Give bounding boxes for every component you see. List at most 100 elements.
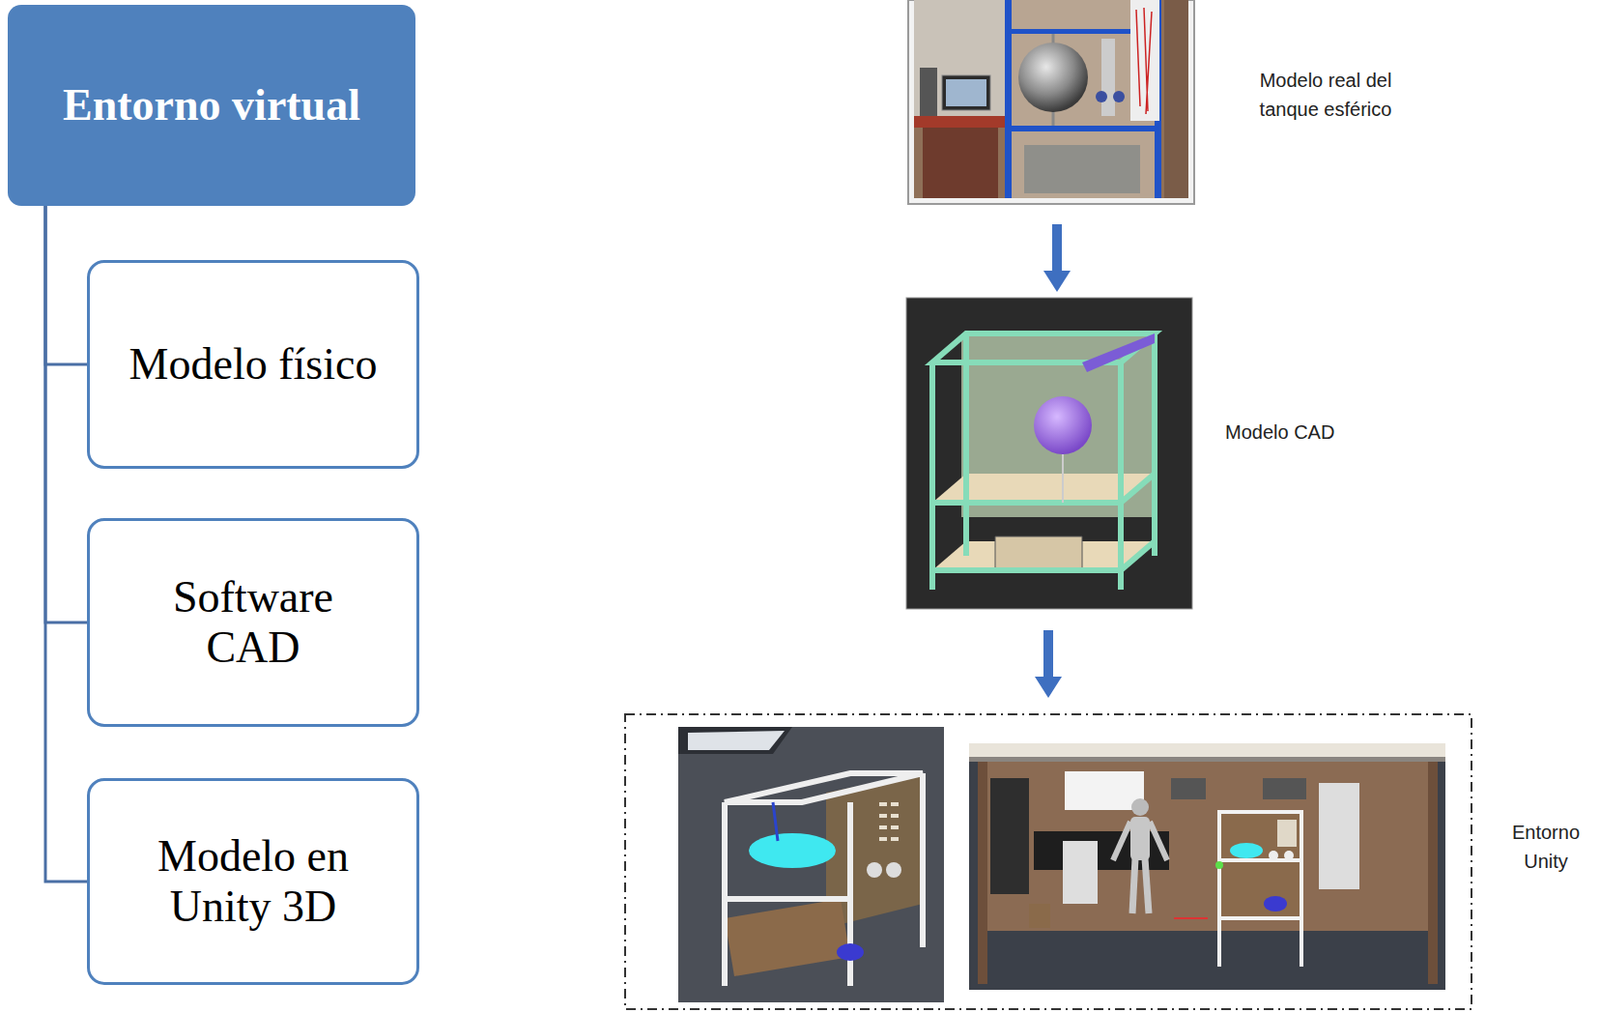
illustration-part — [1113, 821, 1131, 860]
illustration-part — [932, 567, 1121, 573]
illustration-part — [772, 801, 778, 841]
illustration-part — [914, 0, 1007, 116]
illustration-part — [1268, 850, 1279, 860]
illustration-part — [1113, 90, 1125, 103]
box-text: Modelo en Unity 3D — [127, 830, 379, 932]
figure-caption-label: Modelo CAD — [1225, 417, 1390, 447]
unity-view-room — [969, 742, 1446, 990]
illustration-part — [678, 726, 944, 1002]
illustration-part — [1062, 840, 1098, 904]
illustration-part — [890, 801, 899, 806]
illustration-part — [1136, 7, 1152, 115]
illustration-part — [969, 742, 1446, 990]
illustration-part — [724, 898, 851, 976]
illustration-part — [1219, 811, 1302, 967]
illustration-part — [1034, 676, 1062, 698]
cad-model-render — [906, 297, 1193, 609]
illustration-part — [724, 772, 923, 986]
figure-caption-label: Entorno Unity — [1501, 817, 1591, 876]
illustration-part — [1130, 0, 1160, 121]
illustration-part — [969, 742, 1446, 757]
illustration-part — [977, 761, 1437, 931]
illustration-part — [1217, 917, 1222, 967]
illustration-part — [932, 499, 1121, 506]
illustration-part — [1171, 777, 1206, 800]
illustration-part — [945, 79, 987, 107]
box-text: Software CAD — [146, 571, 360, 673]
dashed-frame — [625, 714, 1472, 1009]
illustration-part — [1033, 396, 1092, 455]
illustration-part — [1299, 917, 1304, 967]
illustration-part — [879, 801, 887, 806]
illustration-part — [1284, 850, 1294, 860]
illustration-part — [932, 333, 1155, 590]
category-box: Software CAD — [86, 517, 420, 727]
real-plant-photo — [908, 0, 1195, 204]
illustration-part — [724, 895, 851, 902]
illustration-part — [969, 756, 1446, 762]
illustration-part — [879, 825, 887, 829]
illustration-part — [1120, 473, 1155, 503]
illustration-part — [1095, 90, 1108, 103]
illustration-part — [836, 942, 864, 961]
illustration-part — [890, 836, 899, 841]
illustration-part — [1277, 819, 1297, 847]
tree-connector — [45, 205, 87, 623]
category-box: Modelo en Unity 3D — [86, 777, 420, 985]
illustration-part — [963, 333, 970, 556]
illustration-part — [919, 772, 926, 947]
illustration-part — [919, 67, 938, 116]
illustration-part — [1151, 333, 1158, 556]
illustration-part — [890, 813, 899, 818]
illustration-part — [885, 861, 902, 878]
box-text: Modelo físico — [129, 339, 378, 390]
illustration-part — [1132, 857, 1136, 914]
illustration-part — [1061, 454, 1064, 503]
illustration-part — [678, 726, 793, 754]
illustration-part — [890, 825, 899, 829]
illustration-part — [929, 362, 936, 590]
illustration-part — [1173, 916, 1208, 919]
illustration-part — [1229, 842, 1263, 858]
illustration-part — [914, 0, 1189, 199]
illustration-part — [1082, 333, 1155, 372]
illustration-part — [1263, 895, 1287, 912]
illustration-part — [1144, 857, 1149, 914]
illustration-part — [1219, 811, 1302, 918]
flow-arrow — [1034, 629, 1062, 698]
illustration-part — [879, 801, 899, 841]
root-box: Entorno virtual — [7, 4, 416, 206]
category-box: Modelo físico — [86, 259, 420, 469]
flow-arrow — [1043, 224, 1071, 292]
illustration-part — [906, 297, 1193, 609]
illustration-part — [914, 115, 1007, 128]
illustration-part — [724, 772, 923, 802]
unity-view-top — [678, 726, 944, 1002]
tree-connector — [45, 205, 87, 882]
illustration-part — [995, 536, 1083, 571]
illustration-part — [1043, 629, 1054, 679]
illustration-part — [1052, 224, 1062, 273]
illustration-part — [1117, 362, 1124, 590]
figure-caption-label: Modelo real del tanque esférico — [1238, 65, 1413, 124]
illustration-part — [1130, 816, 1150, 860]
illustration-part — [1120, 541, 1155, 571]
illustration-part — [748, 832, 836, 868]
illustration-part — [977, 761, 988, 984]
illustration-part — [1164, 0, 1189, 199]
illustration-part — [908, 0, 1195, 204]
illustration-part — [1043, 270, 1071, 292]
illustration-part — [1262, 777, 1307, 800]
illustration-part — [990, 777, 1029, 894]
illustration-part — [1024, 144, 1141, 194]
illustration-part — [1219, 811, 1302, 918]
illustration-part — [879, 813, 887, 818]
illustration-part — [1149, 821, 1168, 860]
illustration-part — [1131, 798, 1149, 816]
illustration-part — [1428, 761, 1438, 984]
illustration-part — [687, 730, 785, 750]
illustration-part — [1028, 903, 1051, 928]
box-text: Entorno virtual — [62, 80, 361, 131]
tree-connector — [45, 205, 87, 365]
illustration-part — [879, 836, 887, 841]
